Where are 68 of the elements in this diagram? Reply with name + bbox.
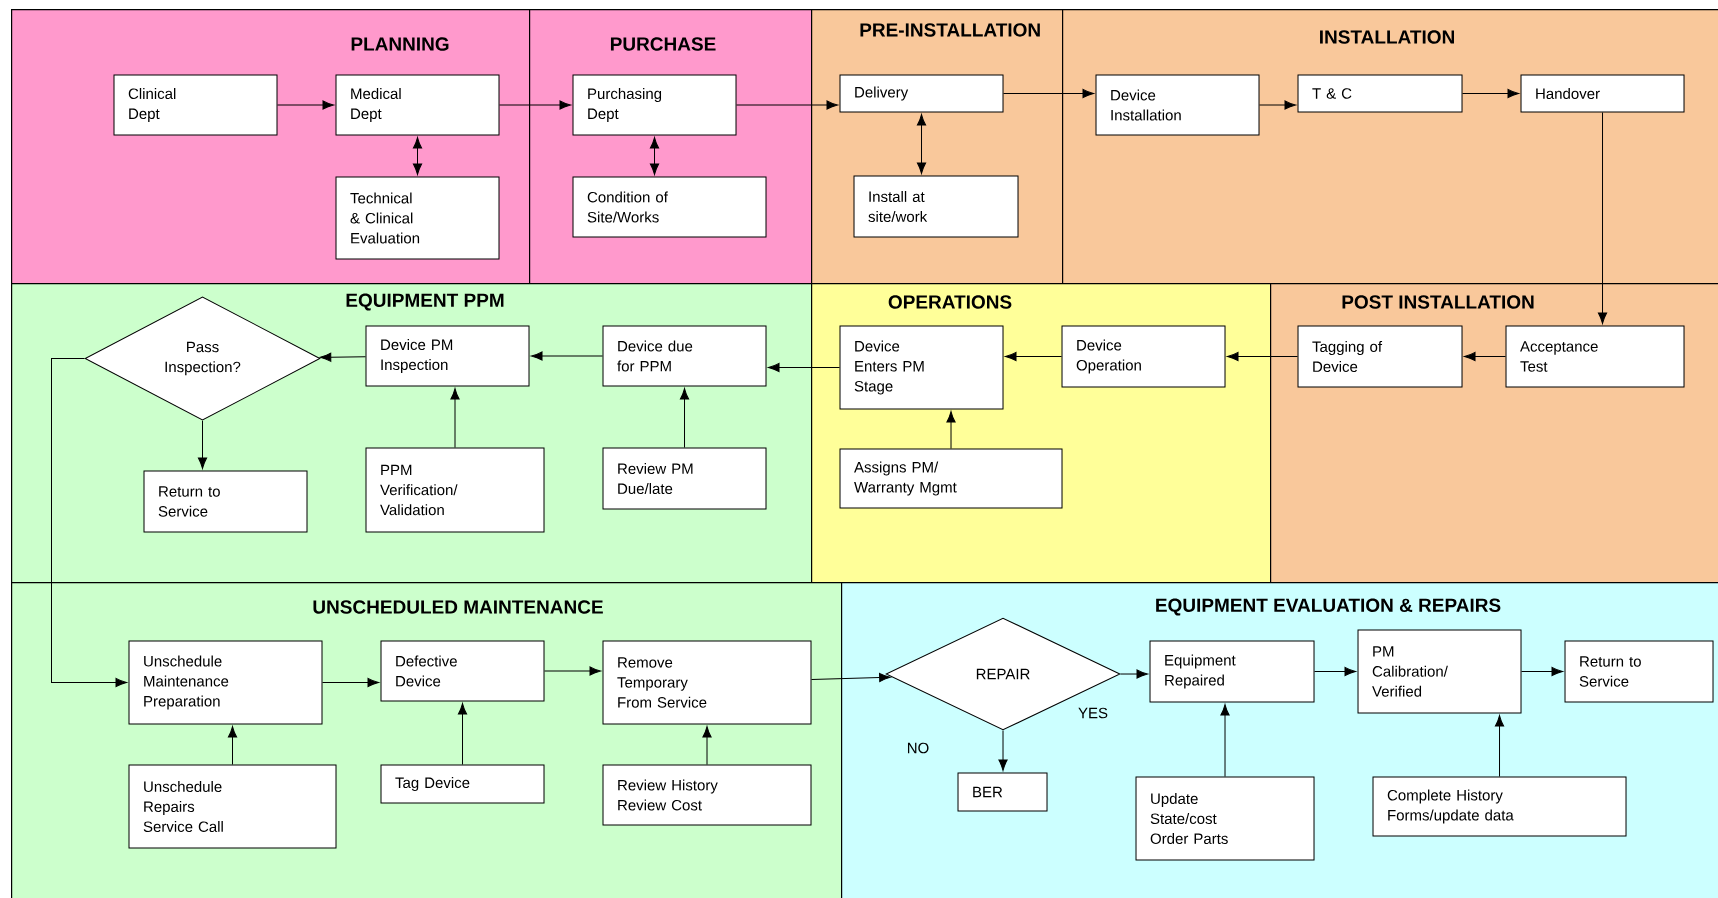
process-box: Return to Service	[1564, 640, 1714, 703]
process-box: Device PM Inspection	[365, 325, 530, 387]
process-box: Tagging of Device	[1297, 325, 1463, 388]
process-box: Device due for PPM	[602, 325, 767, 387]
arrow	[197, 420, 208, 469]
arrow	[736, 100, 838, 110]
process-box: Update State/cost Order Parts	[1135, 776, 1315, 861]
arrow	[998, 730, 1008, 771]
process-box: PPM Verification/ Validation	[365, 447, 545, 533]
process-box: Device Installation	[1095, 74, 1260, 136]
arrow	[1220, 704, 1230, 777]
process-box: Device Enters PM Stage	[839, 325, 1004, 410]
arrow	[768, 362, 840, 373]
process-box: Review History Review Cost	[602, 764, 812, 826]
arrow	[457, 703, 468, 765]
arrow	[679, 388, 690, 448]
arrow	[1120, 669, 1148, 679]
process-box: Tag Device	[380, 764, 545, 804]
arrow	[1259, 100, 1296, 110]
process-box: Equipment Repaired	[1149, 640, 1315, 703]
process-box: Unschedule Maintenance Preparation	[128, 640, 323, 725]
arrow	[649, 137, 660, 175]
process-box: Delivery	[839, 74, 1004, 113]
arrow	[322, 677, 379, 688]
process-box: PM Calibration/ Verified	[1357, 629, 1522, 714]
arrow	[811, 672, 891, 683]
process-box: Medical Dept	[335, 74, 500, 136]
arrow	[412, 137, 423, 175]
arrow	[277, 100, 334, 110]
arrow	[544, 666, 601, 676]
arrow	[531, 351, 603, 361]
process-box: Purchasing Dept	[572, 74, 737, 136]
process-box: Handover	[1520, 74, 1685, 113]
arrow	[702, 726, 712, 765]
arrow	[1462, 88, 1519, 99]
process-box: Condition of Site/Works	[572, 176, 767, 238]
arrow	[1494, 715, 1505, 777]
arrow	[1464, 351, 1506, 362]
process-box: Clinical Dept	[113, 74, 278, 136]
node-label: INSTALLATION	[1320, 30, 1454, 44]
process-box: Defective Device	[380, 640, 545, 702]
process-box: Technical & Clinical Evaluation	[335, 176, 500, 260]
process-box: Remove Temporary From Service	[602, 640, 812, 725]
arrow	[499, 100, 571, 110]
arrow	[946, 411, 956, 449]
arrow	[1005, 351, 1062, 362]
arrow	[1227, 351, 1298, 362]
arrow	[227, 726, 238, 765]
process-box: Acceptance Test	[1505, 325, 1685, 388]
process-box: Device Operation	[1061, 325, 1226, 388]
process-box: Unschedule Repairs Service Call	[128, 764, 337, 849]
process-box: Assigns PM/ Warranty Mgmt	[839, 448, 1063, 509]
process-box: Complete History Forms/update data	[1372, 776, 1627, 837]
arrow	[1314, 666, 1356, 677]
process-box: Return to Service	[143, 470, 308, 533]
arrow	[1597, 112, 1608, 324]
edge-label: YES	[1078, 707, 1108, 719]
arrow	[450, 388, 460, 448]
arrow	[916, 114, 927, 174]
process-box: T & C	[1297, 74, 1463, 113]
process-box: Install at site/work	[853, 175, 1019, 238]
arrow	[51, 358, 127, 688]
edge-label: NO	[908, 742, 929, 754]
arrow	[319, 352, 366, 362]
arrow	[1521, 666, 1563, 677]
arrow	[1003, 88, 1094, 99]
process-box: BER	[957, 772, 1048, 812]
process-box: Review PM Due/late	[602, 447, 767, 510]
